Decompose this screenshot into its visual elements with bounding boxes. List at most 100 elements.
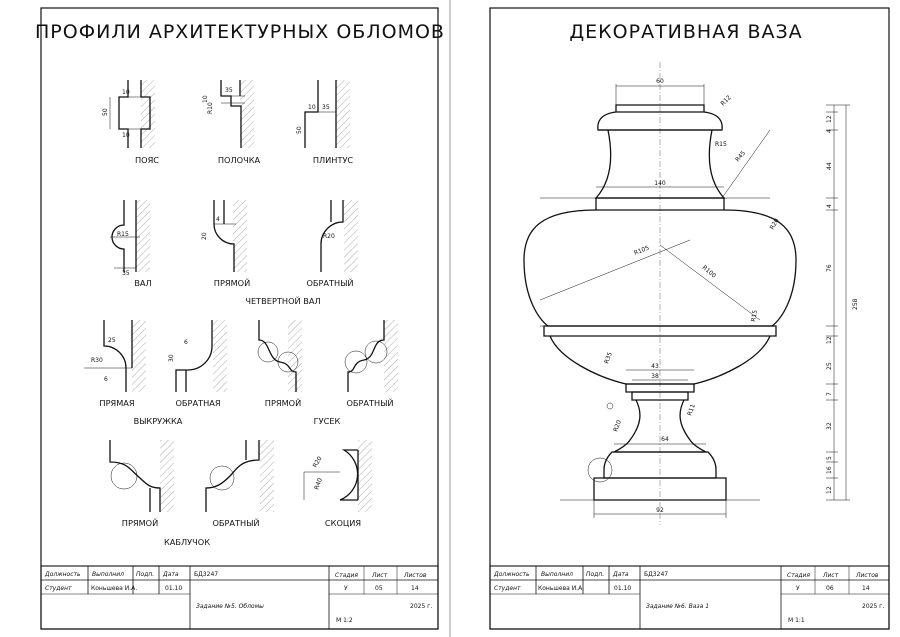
svg-text:14: 14 xyxy=(862,585,870,592)
svg-text:25: 25 xyxy=(108,337,116,344)
svg-text:35: 35 xyxy=(122,270,130,277)
svg-text:6: 6 xyxy=(104,376,108,383)
svg-text:Подп.: Подп. xyxy=(136,571,154,578)
svg-text:01.10: 01.10 xyxy=(614,585,631,592)
svg-text:Стадия: Стадия xyxy=(335,572,358,579)
svg-text:Лист: Лист xyxy=(371,572,388,579)
vase-vertical-dims: 12 4 44 4 76 12 25 7 32 5 16 12 258 xyxy=(826,104,859,501)
label-pryamoy-2: ПРЯМОЙ xyxy=(265,397,301,408)
left-sheet-frame xyxy=(40,7,439,630)
svg-text:60: 60 xyxy=(656,78,664,85)
svg-text:4: 4 xyxy=(826,204,833,208)
label-skotsiya: СКОЦИЯ xyxy=(325,518,361,528)
svg-text:R15: R15 xyxy=(117,231,129,238)
svg-text:4: 4 xyxy=(216,216,220,223)
svg-text:35: 35 xyxy=(225,87,233,94)
svg-text:Стадия: Стадия xyxy=(787,572,810,579)
right-sheet-frame xyxy=(489,7,890,630)
label-poyas: ПОЯС xyxy=(135,155,159,165)
svg-text:БД3247: БД3247 xyxy=(644,571,668,578)
svg-text:БД3247: БД3247 xyxy=(194,571,218,578)
svg-text:25: 25 xyxy=(826,362,833,370)
right-title-block: Должность Выполнил Подп. Дата БД3247 Сту… xyxy=(489,565,890,630)
svg-text:R20: R20 xyxy=(312,455,324,469)
svg-text:R20: R20 xyxy=(769,217,781,231)
svg-text:Коньшева И.А.: Коньшева И.А. xyxy=(91,585,137,592)
profile-val: R15 35 ВАЛ xyxy=(110,200,152,288)
svg-text:Коньшева И.А.: Коньшева И.А. xyxy=(538,585,584,592)
label-obratnaya: ОБРАТНАЯ xyxy=(175,398,220,408)
left-sheet-title: ПРОФИЛИ АРХИТЕКТУРНЫХ ОБЛОМОВ xyxy=(35,21,445,43)
profile-vykruzhka-pryamaya: 25 R30 6 ПРЯМАЯ xyxy=(84,320,146,408)
svg-text:R10: R10 xyxy=(207,102,214,114)
vase-outline xyxy=(523,104,797,501)
profile-chetvertnoy-obratny: R20 ОБРАТНЫЙ xyxy=(306,200,358,288)
label-pryamaya: ПРЯМАЯ xyxy=(99,398,134,408)
svg-text:R20: R20 xyxy=(612,419,623,433)
svg-text:01.10: 01.10 xyxy=(165,585,182,592)
svg-text:Задание №5. Обломы: Задание №5. Обломы xyxy=(196,603,264,610)
svg-text:2025 г.: 2025 г. xyxy=(862,603,884,610)
svg-text:Листов: Листов xyxy=(403,572,427,579)
label-polochka: ПОЛОЧКА xyxy=(218,155,261,165)
left-title-block: Должность Выполнил Подп. Дата БД3247 Сту… xyxy=(40,565,439,630)
label-obratny-1: ОБРАТНЫЙ xyxy=(306,277,353,288)
profile-skotsiya: R20 R40 СКОЦИЯ xyxy=(303,440,372,528)
profile-plintus: 10 35 50 ПЛИНТУС xyxy=(296,80,353,165)
label-chetvertnoy-val: ЧЕТВЕРТНОЙ ВАЛ xyxy=(245,295,320,306)
svg-text:30: 30 xyxy=(168,354,175,362)
svg-text:R12: R12 xyxy=(719,94,732,107)
label-obratny-3: ОБРАТНЫЙ xyxy=(212,517,259,528)
svg-text:43: 43 xyxy=(651,363,659,370)
svg-text:R15: R15 xyxy=(750,309,759,322)
svg-text:У: У xyxy=(796,585,800,592)
label-pryamoy-1: ПРЯМОЙ xyxy=(214,277,250,288)
svg-text:7: 7 xyxy=(826,392,833,396)
svg-text:92: 92 xyxy=(656,507,664,514)
profile-poyas: 50 10 10 ПОЯС xyxy=(102,80,159,165)
svg-text:У: У xyxy=(344,585,348,592)
svg-text:М 1:1: М 1:1 xyxy=(788,617,805,624)
svg-text:М 1:2: М 1:2 xyxy=(336,617,353,624)
svg-text:16: 16 xyxy=(826,466,833,474)
svg-text:10: 10 xyxy=(122,89,130,96)
svg-text:35: 35 xyxy=(322,104,330,111)
svg-text:R35: R35 xyxy=(603,351,614,365)
svg-text:R45: R45 xyxy=(734,150,747,164)
svg-text:Лист: Лист xyxy=(822,572,839,579)
svg-text:Выполнил: Выполнил xyxy=(92,571,124,578)
svg-text:258: 258 xyxy=(852,298,859,310)
svg-text:44: 44 xyxy=(826,162,833,170)
svg-text:12: 12 xyxy=(826,115,833,123)
svg-text:R11: R11 xyxy=(686,403,697,417)
svg-text:05: 05 xyxy=(375,585,383,592)
profile-kabluchok-pryamoy: ПРЯМОЙ xyxy=(109,440,174,528)
svg-text:5: 5 xyxy=(826,456,833,460)
svg-text:Выполнил: Выполнил xyxy=(541,571,573,578)
svg-text:12: 12 xyxy=(826,486,833,494)
right-sheet: ДЕКОРАТИВНАЯ ВАЗА xyxy=(489,7,890,630)
svg-text:64: 64 xyxy=(661,436,669,443)
svg-text:R105: R105 xyxy=(633,244,650,256)
svg-text:R15: R15 xyxy=(715,141,727,148)
svg-text:Листов: Листов xyxy=(855,572,879,579)
svg-text:50: 50 xyxy=(296,126,303,134)
label-obratny-2: ОБРАТНЫЙ xyxy=(346,397,393,408)
label-val: ВАЛ xyxy=(134,278,151,288)
svg-text:20: 20 xyxy=(201,232,208,240)
svg-text:76: 76 xyxy=(826,264,833,272)
svg-text:Подп.: Подп. xyxy=(586,571,604,578)
svg-text:Должность: Должность xyxy=(44,571,81,578)
svg-text:14: 14 xyxy=(411,585,419,592)
svg-text:Дата: Дата xyxy=(162,571,179,578)
svg-text:12: 12 xyxy=(826,336,833,344)
label-plintus: ПЛИНТУС xyxy=(313,155,354,165)
svg-text:10: 10 xyxy=(202,95,209,103)
label-gusek: ГУСЕК xyxy=(314,416,341,426)
right-sheet-title: ДЕКОРАТИВНАЯ ВАЗА xyxy=(569,21,802,43)
svg-text:10: 10 xyxy=(308,104,316,111)
svg-text:50: 50 xyxy=(102,108,109,116)
svg-text:Задание №6. Ваза 1: Задание №6. Ваза 1 xyxy=(646,603,709,610)
vase-horizontal-dims: 60 140 43 38 64 92 xyxy=(593,78,727,518)
